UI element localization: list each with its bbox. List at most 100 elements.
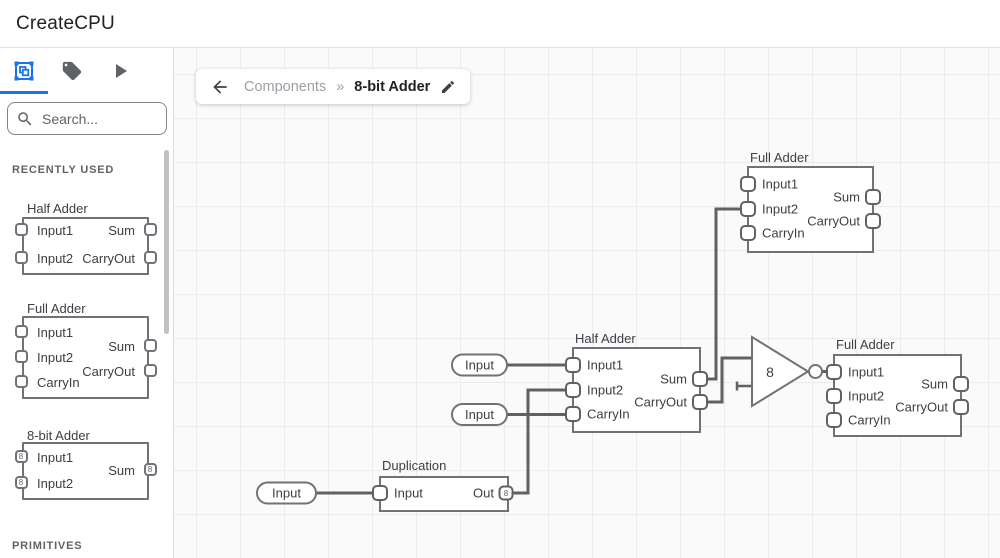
search-box[interactable] [7,102,167,135]
port-label: CarryOut [895,400,948,415]
port-sum[interactable] [692,371,708,387]
node-body[interactable] [572,347,701,433]
port-input2[interactable] [14,349,28,363]
node-body[interactable] [833,354,962,437]
sidebar-8bit-adder[interactable]: 8 8 8 Input1 Input2 Sum [14,442,157,500]
port-carryin[interactable] [14,374,28,388]
port-carryout[interactable] [953,399,969,415]
port-sum[interactable] [953,376,969,392]
port-carryout[interactable] [143,250,157,264]
node-body[interactable] [379,476,509,512]
port-input1[interactable] [14,324,28,338]
node-not-gate[interactable]: 8 [735,335,823,408]
tab-components[interactable] [0,48,48,94]
port-out-8bit[interactable] [498,485,514,501]
port-label: Sum [660,372,687,387]
port-carryout[interactable] [143,363,157,377]
port-carryout[interactable] [692,394,708,410]
port-input2[interactable] [565,382,581,398]
breadcrumb: Components » 8-bit Adder [196,69,471,104]
port-label: Sum [108,339,135,354]
sidebar-half-adder-title: Half Adder [27,201,88,216]
pill-body[interactable] [451,403,508,426]
port-label: Input1 [37,325,74,340]
not-gate-bubble[interactable] [808,364,823,379]
tab-run[interactable] [96,48,144,94]
port-input2-8bit[interactable]: 8 [14,475,28,489]
node-body[interactable] [747,166,874,253]
wire-halfadder-sum-to-fulladder-top-input2[interactable] [705,207,741,381]
not-gate-triangle[interactable] [751,335,810,408]
tag-icon [62,61,82,81]
back-arrow-icon[interactable] [210,77,230,97]
breadcrumb-current: 8-bit Adder [354,78,431,95]
editor-canvas[interactable]: Components » 8-bit Adder Full Adder [174,48,1000,558]
pill-body[interactable] [451,353,508,377]
port-label: Out [473,486,494,501]
node-duplication[interactable]: Duplication 8 Input Out [372,458,514,512]
port-label: CarryIn [762,226,805,241]
port-input1[interactable] [740,176,756,192]
port-label: Sum [921,377,948,392]
port-label: Input1 [37,450,74,465]
node-title: Full Adder [836,337,895,352]
breadcrumb-parent[interactable]: Components [244,78,327,95]
node-title: Half Adder [575,331,636,346]
port-input2[interactable] [14,250,28,264]
app-header: CreateCPU [0,0,1000,48]
tab-tags[interactable] [48,48,96,94]
port-label: CarryOut [82,251,135,266]
port-input1-8bit[interactable]: 8 [14,449,28,463]
input-pill-2[interactable]: Input [451,403,508,426]
port-carryin[interactable] [826,412,842,428]
port-label: Sum [108,463,135,478]
port-input1[interactable] [565,357,581,373]
port-input1[interactable] [826,364,842,380]
port-sum[interactable] [865,189,881,205]
port-sum[interactable] [143,222,157,236]
sidebar-scrollbar[interactable] [164,150,169,334]
port-label: Input [394,486,423,501]
sidebar-8bit-adder-title: 8-bit Adder [27,428,90,443]
node-title: Full Adder [750,150,809,165]
sidebar-tabs [0,48,173,94]
play-icon [116,64,127,78]
port-label: Input2 [587,383,623,398]
port-sum-8bit[interactable]: 8 [143,462,157,476]
pill-label: Input [465,358,494,373]
input-pill-3[interactable]: Input [256,481,317,505]
sidebar-full-adder[interactable]: Input1 Input2 CarryIn Sum CarryOut [14,316,157,399]
breadcrumb-separator: » [336,78,345,95]
search-icon [18,111,32,125]
node-full-adder-top[interactable]: Full Adder Input1 Input2 CarryIn Sum Car… [740,150,881,253]
pill-body[interactable] [256,481,317,505]
port-input1[interactable] [14,222,28,236]
not-gate-input-stub[interactable] [735,381,752,391]
port-label: Input2 [762,202,798,217]
port-input[interactable] [372,485,388,501]
wire-duplication-out-to-halfadder-input2[interactable] [512,388,566,495]
port-sum[interactable] [143,338,157,352]
primitives-label: PRIMITIVES [12,540,83,552]
node-full-adder-right[interactable]: Full Adder Input1 Input2 CarryIn Sum Car… [826,337,969,437]
node-half-adder[interactable]: Half Adder Input1 Input2 CarryIn Sum Car… [565,331,708,433]
port-bitwidth: 8 [504,489,509,498]
port-label: CarryIn [587,407,630,422]
port-carryin[interactable] [740,225,756,241]
wire-halfadder-carryout-to-notgate[interactable] [705,356,752,404]
port-label: Input1 [848,365,884,380]
port-input2[interactable] [826,388,842,404]
search-input[interactable] [42,110,152,127]
port-label: Input2 [848,389,884,404]
sidebar-half-adder[interactable]: Input1 Input2 Sum CarryOut [14,217,157,275]
edit-pencil-icon[interactable] [440,79,456,95]
input-pill-1[interactable]: Input [451,353,508,377]
port-label: Input1 [587,358,623,373]
port-label: Sum [833,190,860,205]
port-carryin[interactable] [565,406,581,422]
circuit-diagram: Full Adder Input1 Input2 CarryIn Sum Car… [256,150,969,512]
port-carryout[interactable] [865,213,881,229]
port-input2[interactable] [740,201,756,217]
port-label: Input2 [37,251,74,266]
